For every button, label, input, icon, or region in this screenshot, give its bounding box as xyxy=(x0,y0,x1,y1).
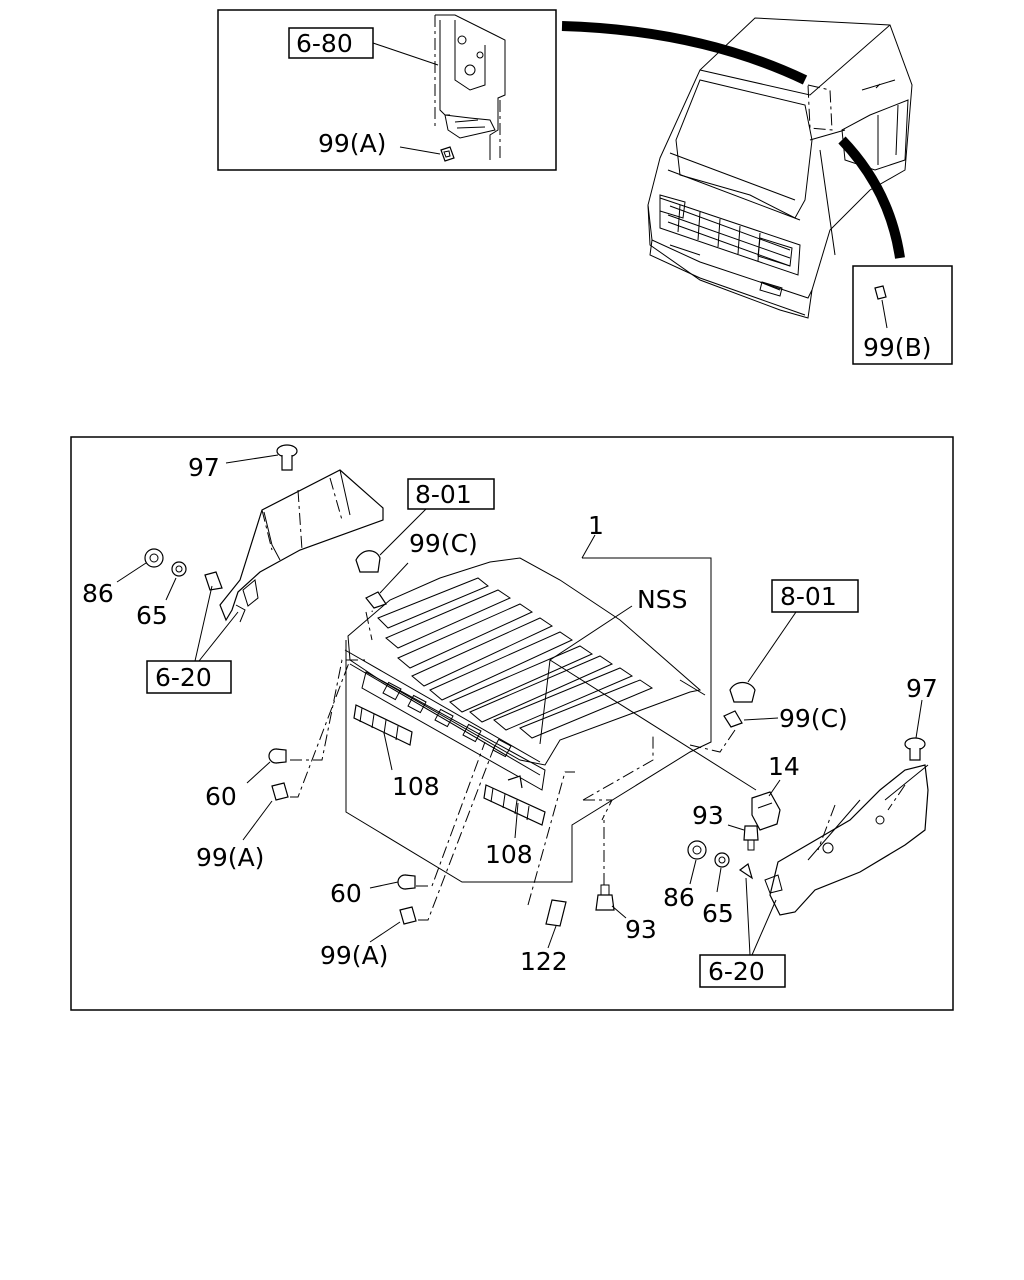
bracket-108-left xyxy=(353,704,413,746)
grommet-60-lower xyxy=(397,874,416,890)
grommet-60-upper xyxy=(268,748,287,764)
callout-6-20-right-text: 6-20 xyxy=(708,957,765,986)
label-99a-inset: 99(A) xyxy=(318,129,386,158)
bolt-93-right xyxy=(743,825,759,851)
leader-nss xyxy=(539,605,757,791)
label-97-left: 97 xyxy=(188,453,220,482)
label-99b-inset: 99(B) xyxy=(863,333,931,362)
callout-8-01-left-text: 8-01 xyxy=(415,480,472,509)
callout-8-01-right xyxy=(771,579,859,613)
bolt-93-bottom xyxy=(595,884,615,911)
label-65-right: 65 xyxy=(702,899,734,928)
roof-panel xyxy=(344,557,706,791)
label-86-right: 86 xyxy=(663,883,695,912)
bracket-108-right xyxy=(483,775,546,826)
label-60-upper: 60 xyxy=(205,782,237,811)
callout-8-01-left xyxy=(407,478,495,510)
washer-65-left xyxy=(171,561,187,577)
label-65-left: 65 xyxy=(136,601,168,630)
label-86-left: 86 xyxy=(82,579,114,608)
leader-bracket-1 xyxy=(345,557,712,883)
washer-86-left xyxy=(144,548,164,568)
inset-99b: 99(B) xyxy=(852,265,953,365)
left-pillar-trim xyxy=(204,469,384,623)
label-93-bottom: 93 xyxy=(625,915,657,944)
clip-99a-mid xyxy=(271,782,289,801)
screw-97-right xyxy=(904,737,926,761)
clip-8-01-right xyxy=(729,681,756,703)
callout-6-20-left-text: 6-20 xyxy=(155,663,212,692)
screw-97-left xyxy=(225,444,298,471)
clip-8-01-left xyxy=(355,550,381,573)
label-108-left: 108 xyxy=(392,772,440,801)
label-1: 1 xyxy=(588,511,604,540)
clip-99a-lower xyxy=(399,906,417,925)
callout-6-20-right xyxy=(699,954,786,988)
label-122: 122 xyxy=(520,947,568,976)
inset-leader-arc-top xyxy=(561,21,808,85)
truck-cab-illustration xyxy=(647,17,913,319)
label-99c-right: 99(C) xyxy=(779,704,848,733)
label-99a-mid: 99(A) xyxy=(196,843,264,872)
label-14: 14 xyxy=(768,752,800,781)
label-nss: NSS xyxy=(637,585,687,614)
callout-6-80-text: 6-80 xyxy=(296,29,353,58)
label-99a-lower: 99(A) xyxy=(320,941,388,970)
callout-6-20-left xyxy=(146,660,232,694)
strip-122 xyxy=(545,899,567,927)
right-pillar-trim xyxy=(764,764,929,916)
main-assembly-frame xyxy=(70,436,954,1011)
label-99c-left: 99(C) xyxy=(409,529,478,558)
callout-6-80: 6-80 xyxy=(288,27,439,66)
washer-86-right xyxy=(687,840,707,860)
nut-99c-right xyxy=(723,710,743,728)
label-108-right: 108 xyxy=(485,840,533,869)
bracket-inset xyxy=(217,9,557,171)
bracket-14 xyxy=(751,791,781,831)
inset-leader-arc-right xyxy=(838,136,905,259)
nut-99c-left xyxy=(365,591,387,609)
label-97-right: 97 xyxy=(906,674,938,703)
washer-65-right xyxy=(714,852,730,868)
label-60-lower: 60 xyxy=(330,879,362,908)
callout-8-01-right-text: 8-01 xyxy=(780,582,837,611)
label-93-right: 93 xyxy=(692,801,724,830)
